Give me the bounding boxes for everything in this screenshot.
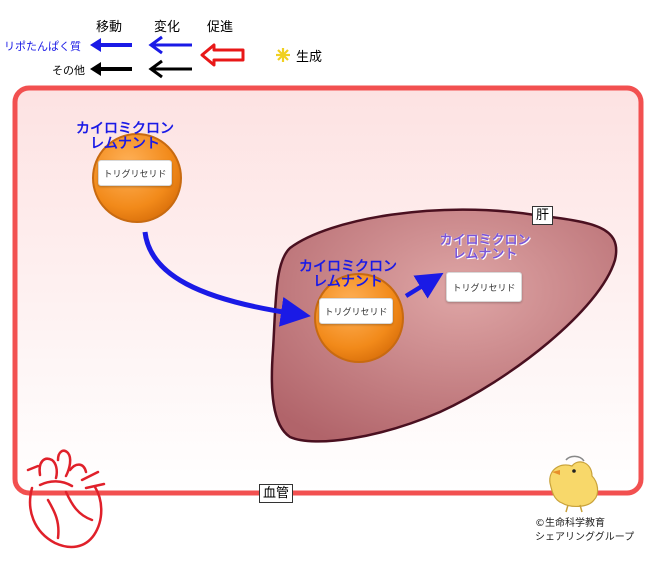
liver-label: 肝 <box>532 206 554 225</box>
legend-row-lipoprotein-label: リポたんぱく質 <box>4 40 81 53</box>
chylomicron-remnant-label-liver: カイロミクロン レムナント <box>299 259 397 290</box>
chylomicron-remnant-label-blood: カイロミクロン レムナント <box>76 121 174 152</box>
movement-arrow-in-liver <box>404 272 444 299</box>
movement-arrow-to-liver <box>142 231 311 327</box>
heart-illustration <box>26 449 106 549</box>
legend-header-promotion: 促進 <box>207 20 234 35</box>
legend-arrows <box>90 35 290 79</box>
copyright-line-2: シェアリンググループ <box>535 532 635 543</box>
chick-mascot <box>549 455 599 513</box>
triglyceride-box-liver: トリグリセリド <box>319 298 393 324</box>
triglyceride-box-blood: トリグリセリド <box>98 160 172 186</box>
legend-header-change: 変化 <box>154 20 181 35</box>
blood-vessel-label: 血管 <box>259 484 294 503</box>
legend-row-other-label: その他 <box>52 64 85 77</box>
triglyceride-box-product: トリグリセリド <box>446 272 522 302</box>
legend-header-movement: 移動 <box>96 20 123 35</box>
liver-shape <box>270 208 618 443</box>
chylomicron-remnant-label-product: カイロミクロン レムナント <box>439 233 531 262</box>
copyright-line-1: ©生命科学教育 <box>535 518 605 529</box>
legend-generation-label: 生成 <box>296 50 323 65</box>
